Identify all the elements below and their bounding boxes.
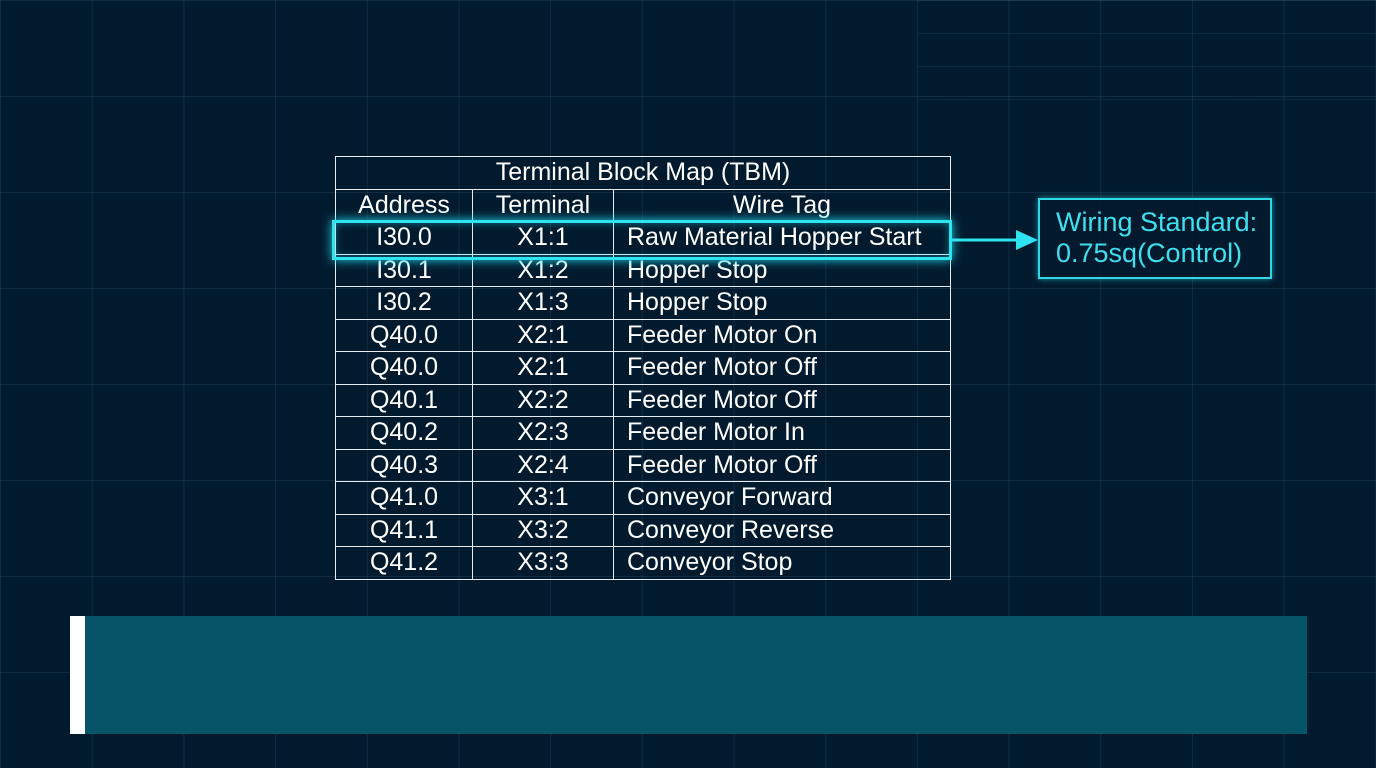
cell-wire-tag: Feeder Motor In xyxy=(613,416,951,450)
table-title: Terminal Block Map (TBM) xyxy=(335,156,951,190)
cell-terminal: X2:2 xyxy=(472,383,614,417)
wiring-standard-callout: Wiring Standard: 0.75sq(Control) xyxy=(1038,198,1272,279)
cell-terminal: X3:2 xyxy=(472,513,614,547)
cell-address: I30.1 xyxy=(335,253,473,287)
cell-terminal: X2:3 xyxy=(472,416,614,450)
cell-address: Q40.1 xyxy=(335,383,473,417)
cell-address: Q40.3 xyxy=(335,448,473,482)
cell-wire-tag: Feeder Motor Off xyxy=(613,351,951,385)
cell-wire-tag: Feeder Motor Off xyxy=(613,383,951,417)
background-grid xyxy=(918,0,1376,100)
cell-address: Q41.0 xyxy=(335,481,473,515)
cell-address: I30.0 xyxy=(335,221,473,255)
cell-terminal: X2:1 xyxy=(472,318,614,352)
cell-wire-tag: Hopper Stop xyxy=(613,253,951,287)
cell-terminal: X1:3 xyxy=(472,286,614,320)
header-wire-tag: Wire Tag xyxy=(613,188,951,222)
cell-terminal: X3:1 xyxy=(472,481,614,515)
cell-address: Q41.2 xyxy=(335,546,473,580)
cell-terminal: X2:1 xyxy=(472,351,614,385)
header-terminal: Terminal xyxy=(472,188,614,222)
terminal-block-map-table: Terminal Block Map (TBM) Address Termina… xyxy=(335,156,951,580)
cell-wire-tag: Conveyor Forward xyxy=(613,481,951,515)
cell-wire-tag: Conveyor Reverse xyxy=(613,513,951,547)
cell-terminal: X3:3 xyxy=(472,546,614,580)
header-address: Address xyxy=(335,188,473,222)
cell-wire-tag: Conveyor Stop xyxy=(613,546,951,580)
cell-wire-tag: Feeder Motor Off xyxy=(613,448,951,482)
callout-arrow-icon xyxy=(952,230,1038,250)
cell-address: Q41.1 xyxy=(335,513,473,547)
banner-accent-bar xyxy=(70,616,85,734)
cell-wire-tag: Feeder Motor On xyxy=(613,318,951,352)
cell-wire-tag: Raw Material Hopper Start xyxy=(613,221,951,255)
cell-terminal: X2:4 xyxy=(472,448,614,482)
cell-address: Q40.0 xyxy=(335,351,473,385)
callout-line-2: 0.75sq(Control) xyxy=(1056,238,1243,268)
callout-line-1: Wiring Standard: xyxy=(1056,207,1258,237)
cell-address: I30.2 xyxy=(335,286,473,320)
cell-terminal: X1:1 xyxy=(472,221,614,255)
cell-wire-tag: Hopper Stop xyxy=(613,286,951,320)
cell-address: Q40.0 xyxy=(335,318,473,352)
bottom-banner xyxy=(70,616,1307,734)
cell-terminal: X1:2 xyxy=(472,253,614,287)
cell-address: Q40.2 xyxy=(335,416,473,450)
